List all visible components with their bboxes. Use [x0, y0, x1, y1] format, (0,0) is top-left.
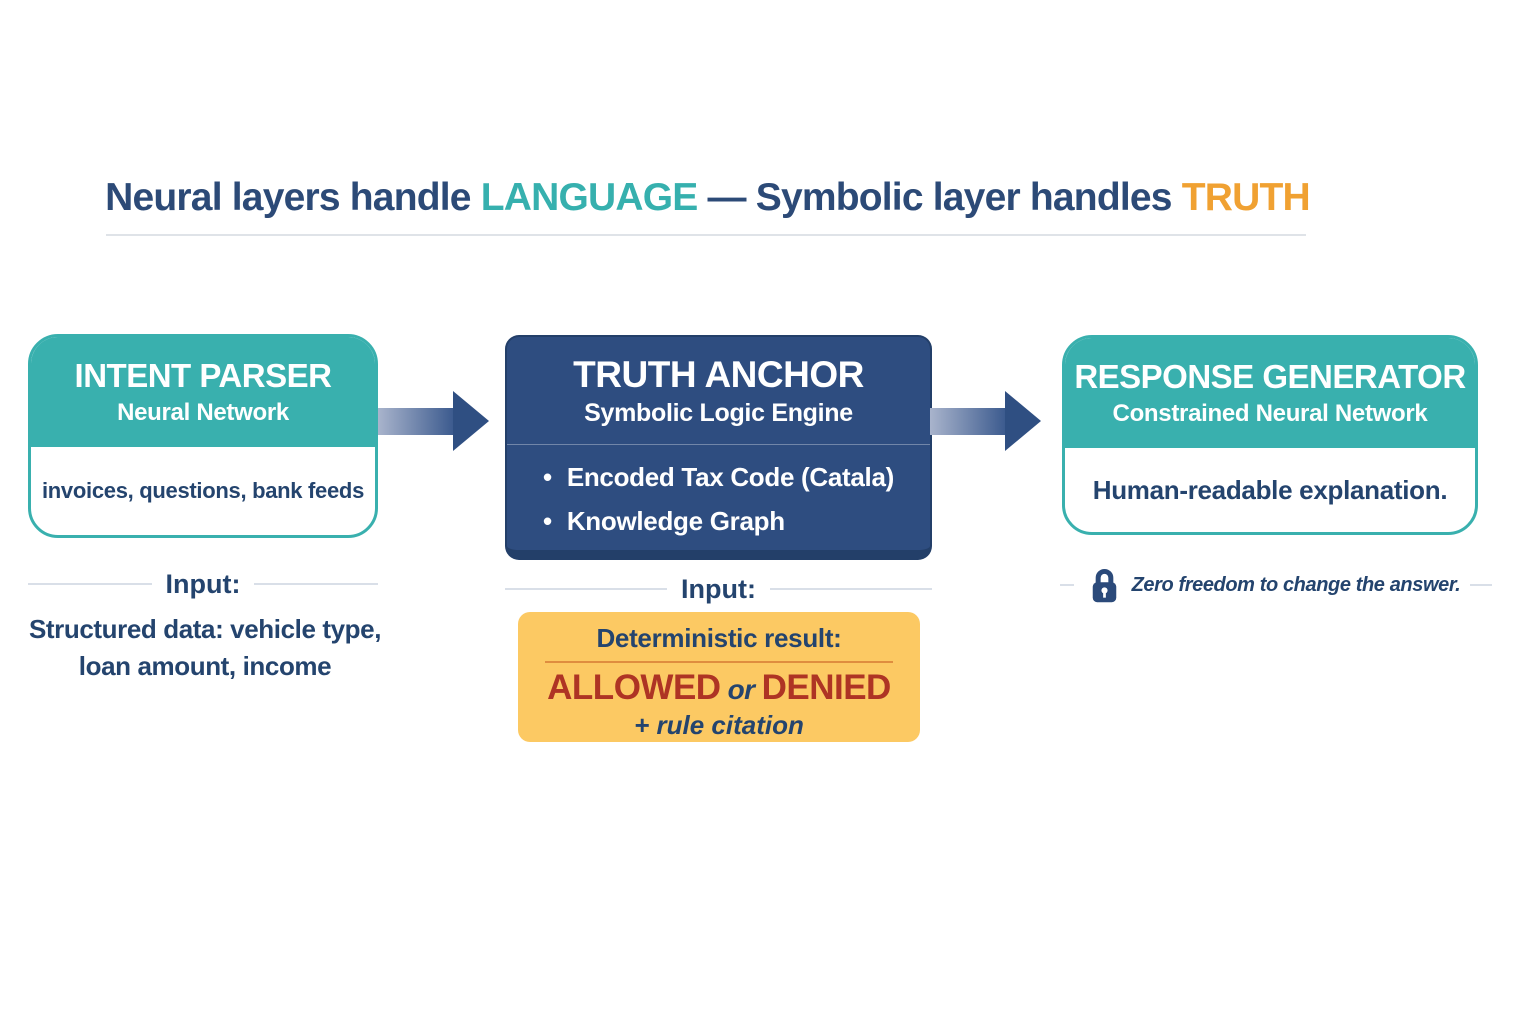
title-part2: — Symbolic layer handles	[697, 176, 1182, 219]
title-truth-highlight: TRUTH	[1181, 176, 1311, 219]
intent-parser-box: INTENT PARSER Neural Network invoices, q…	[28, 334, 378, 538]
lock-icon	[1092, 568, 1116, 603]
bullet-dot-icon	[543, 506, 552, 537]
truth-anchor-subtitle: Symbolic Logic Engine	[584, 398, 853, 427]
page-title: Neural layers handle LANGUAGE — Symbolic…	[0, 176, 1415, 220]
response-generator-box: RESPONSE GENERATOR Constrained Neural Ne…	[1062, 335, 1478, 535]
note-line: Structured data: vehicle type,	[28, 614, 382, 644]
response-generator-title: RESPONSE GENERATOR	[1074, 358, 1466, 395]
arrow-right-icon	[378, 391, 489, 451]
truth-anchor-header: TRUTH ANCHOR Symbolic Logic Engine	[507, 337, 930, 444]
verdict-denied: DENIED	[761, 668, 892, 707]
lock-note-text: Zero freedom to change the answer.	[1131, 573, 1461, 596]
rule-line	[505, 588, 668, 590]
truth-anchor-box: TRUTH ANCHOR Symbolic Logic Engine Encod…	[505, 335, 932, 560]
bullet-item: Encoded Tax Code (Catala)	[543, 462, 920, 493]
truth-anchor-input-label-row: Input:	[505, 574, 932, 604]
note-line: loan amount, income	[78, 651, 332, 681]
intent-parser-input-label-row: Input:	[28, 569, 378, 599]
lock-note-row: Zero freedom to change the answer.	[1060, 564, 1492, 606]
rule-line	[28, 583, 152, 585]
rule-line	[1060, 584, 1074, 586]
response-generator-header: RESPONSE GENERATOR Constrained Neural Ne…	[1065, 338, 1475, 448]
bullet-item-text: Encoded Tax Code (Catala)	[566, 462, 894, 492]
response-generator-subtitle: Constrained Neural Network	[1112, 400, 1428, 427]
arrow-right-icon	[930, 391, 1041, 451]
truth-anchor-bullet-list: Encoded Tax Code (Catala) Knowledge Grap…	[507, 445, 930, 537]
intent-parser-title: INTENT PARSER	[74, 357, 332, 394]
intent-parser-body-text: invoices, questions, bank feeds	[41, 478, 365, 503]
intent-parser-subtitle: Neural Network	[117, 399, 289, 426]
title-language-highlight: LANGUAGE	[480, 176, 699, 219]
rule-line	[1470, 584, 1492, 586]
intent-parser-header: INTENT PARSER Neural Network	[31, 337, 375, 447]
result-divider-line	[545, 661, 893, 663]
rule-line	[254, 583, 378, 585]
title-divider-line	[106, 234, 1306, 236]
truth-anchor-divider	[507, 444, 930, 445]
bullet-item-text: Knowledge Graph	[566, 506, 785, 536]
bullet-item: Knowledge Graph	[543, 506, 920, 537]
verdict-allowed: ALLOWED	[547, 668, 721, 707]
input-label: Input:	[681, 573, 756, 604]
truth-anchor-title: TRUTH ANCHOR	[573, 353, 864, 395]
title-part1: Neural layers handle	[105, 176, 481, 219]
intent-parser-input-note: Structured data: vehicle type, loan amou…	[5, 611, 405, 685]
bullet-dot-icon	[543, 462, 552, 493]
response-generator-body-text: Human-readable explanation.	[1092, 474, 1448, 505]
input-label: Input:	[165, 568, 241, 599]
verdict-or: or	[727, 674, 756, 705]
rule-citation-text: + rule citation	[634, 710, 804, 740]
rule-line	[769, 588, 932, 590]
result-label: Deterministic result:	[596, 623, 842, 653]
